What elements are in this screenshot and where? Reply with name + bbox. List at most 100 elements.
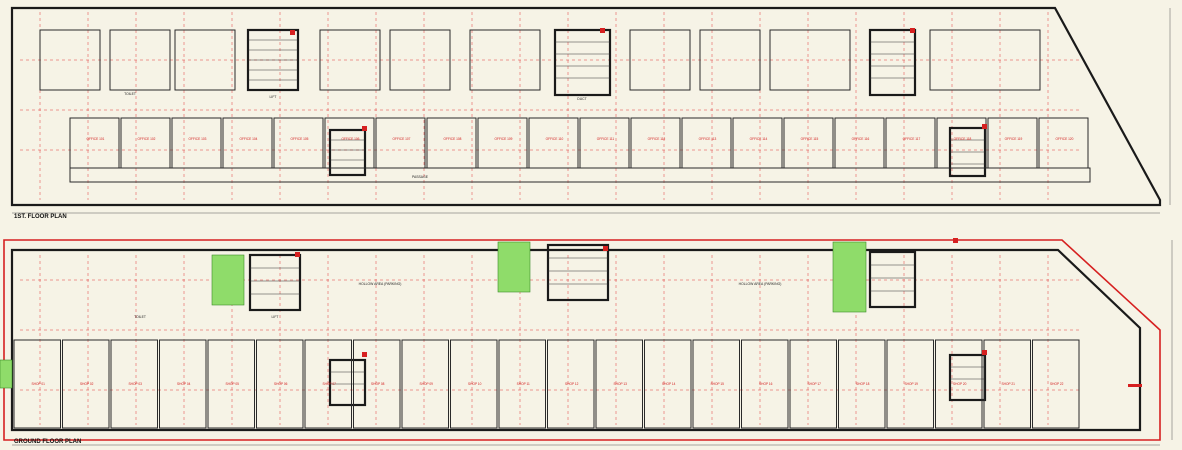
shop-unit [207, 339, 255, 429]
office-unit-label: OFFICE 114 [750, 137, 768, 141]
shop-unit-label: SHOP 01 [32, 382, 46, 386]
first-floor-outline [10, 6, 1162, 207]
shop-unit-label: SHOP 20 [953, 382, 967, 386]
office-unit-label: OFFICE 104 [240, 137, 258, 141]
office-unit-label: OFFICE 106 [342, 137, 360, 141]
office-unit-label: OFFICE 115 [801, 137, 819, 141]
green-area-1 [211, 254, 245, 306]
shop-unit [1032, 339, 1080, 429]
marker [910, 28, 915, 33]
office-unit [426, 117, 477, 169]
shop-unit [353, 339, 401, 429]
shop-unit-label: SHOP 15 [711, 382, 725, 386]
shop-unit [62, 339, 110, 429]
office-unit [630, 117, 681, 169]
ground-stair-core-1 [248, 253, 302, 312]
first-floor-title: 1ST. FLOOR PLAN [14, 214, 67, 220]
shop-unit-label: SHOP 05 [226, 382, 240, 386]
green-area-3 [832, 241, 867, 313]
marker [600, 28, 605, 33]
first-floor-passage [69, 167, 1091, 183]
shop-unit-label: SHOP 18 [856, 382, 870, 386]
office-unit-label: OFFICE 110 [546, 137, 564, 141]
green-area-2 [497, 241, 531, 293]
shop-unit [110, 339, 158, 429]
shop-unit-label: SHOP 12 [565, 382, 579, 386]
ground-floor-title: GROUND FLOOR PLAN [14, 439, 81, 445]
office-unit-label: OFFICE 107 [393, 137, 411, 141]
shop-unit [401, 339, 449, 429]
office-unit [69, 117, 120, 169]
office-unit [936, 117, 987, 169]
shop-unit [256, 339, 304, 429]
office-unit-label: OFFICE 109 [495, 137, 513, 141]
office-unit [477, 117, 528, 169]
office-unit-label: OFFICE 113 [699, 137, 717, 141]
duct-label: DUCT [577, 97, 586, 101]
shop-unit [886, 339, 934, 429]
lift-label: LIFT [270, 95, 277, 99]
office-unit [273, 117, 324, 169]
stair-core-3 [868, 28, 917, 97]
marker [1128, 384, 1142, 387]
office-unit [222, 117, 273, 169]
office-unit [834, 117, 885, 169]
marker [362, 352, 367, 357]
ground-floor-outline [10, 248, 1142, 432]
office-unit-label: OFFICE 101 [87, 137, 105, 141]
marker [603, 246, 608, 251]
shop-unit [498, 339, 546, 429]
office-unit [324, 117, 375, 169]
green-area-4 [0, 359, 13, 389]
shop-unit [838, 339, 886, 429]
shop-unit-label: SHOP 22 [1050, 382, 1064, 386]
office-unit [783, 117, 834, 169]
office-unit [732, 117, 783, 169]
shop-unit [450, 339, 498, 429]
office-unit-label: OFFICE 120 [1056, 137, 1074, 141]
ground-toilet-label: TOILET [134, 315, 146, 319]
shop-unit [644, 339, 692, 429]
stair-core-5 [948, 126, 987, 178]
shop-unit [304, 339, 352, 429]
office-unit-label: OFFICE 111 [597, 137, 615, 141]
shop-unit-label: SHOP 21 [1002, 382, 1016, 386]
marker [290, 30, 295, 35]
shop-unit-label: SHOP 03 [129, 382, 143, 386]
office-unit [1038, 117, 1089, 169]
first-floor-plan: PASSAGE [10, 6, 1171, 220]
passage-label: PASSAGE [412, 175, 429, 179]
shop-unit-label: SHOP 17 [808, 382, 822, 386]
shop-unit-label: SHOP 02 [80, 382, 94, 386]
shop-unit [935, 339, 983, 429]
ground-stair-core-5 [948, 353, 987, 402]
toilet-label: TOILET [124, 92, 136, 96]
shop-unit [159, 339, 207, 429]
ground-floor-plan: HOLLOW AREA (PARKING) HOLLOW AREA (PARKI… [0, 238, 1173, 446]
office-unit [987, 117, 1038, 169]
shop-unit [741, 339, 789, 429]
shop-unit-label: SHOP 06 [274, 382, 288, 386]
shop-unit-label: SHOP 10 [468, 382, 482, 386]
ground-stair-core-2 [546, 243, 610, 302]
office-unit-label: OFFICE 105 [291, 137, 309, 141]
shop-unit-label: SHOP 13 [614, 382, 628, 386]
office-unit-label: OFFICE 103 [189, 137, 207, 141]
office-unit [375, 117, 426, 169]
shop-unit [595, 339, 643, 429]
parking-label: HOLLOW AREA (PARKING) [359, 282, 402, 286]
office-unit-label: OFFICE 108 [444, 137, 462, 141]
ground-lift-label: LIFT [272, 315, 279, 319]
shop-unit [983, 339, 1031, 429]
stair-core-4 [328, 128, 367, 177]
shop-unit [789, 339, 837, 429]
marker [953, 238, 958, 243]
marker [982, 124, 987, 129]
shop-unit-label: SHOP 11 [517, 382, 530, 386]
office-unit [120, 117, 171, 169]
office-unit [885, 117, 936, 169]
shop-unit-label: SHOP 09 [420, 382, 434, 386]
shop-unit-label: SHOP 07 [323, 382, 337, 386]
